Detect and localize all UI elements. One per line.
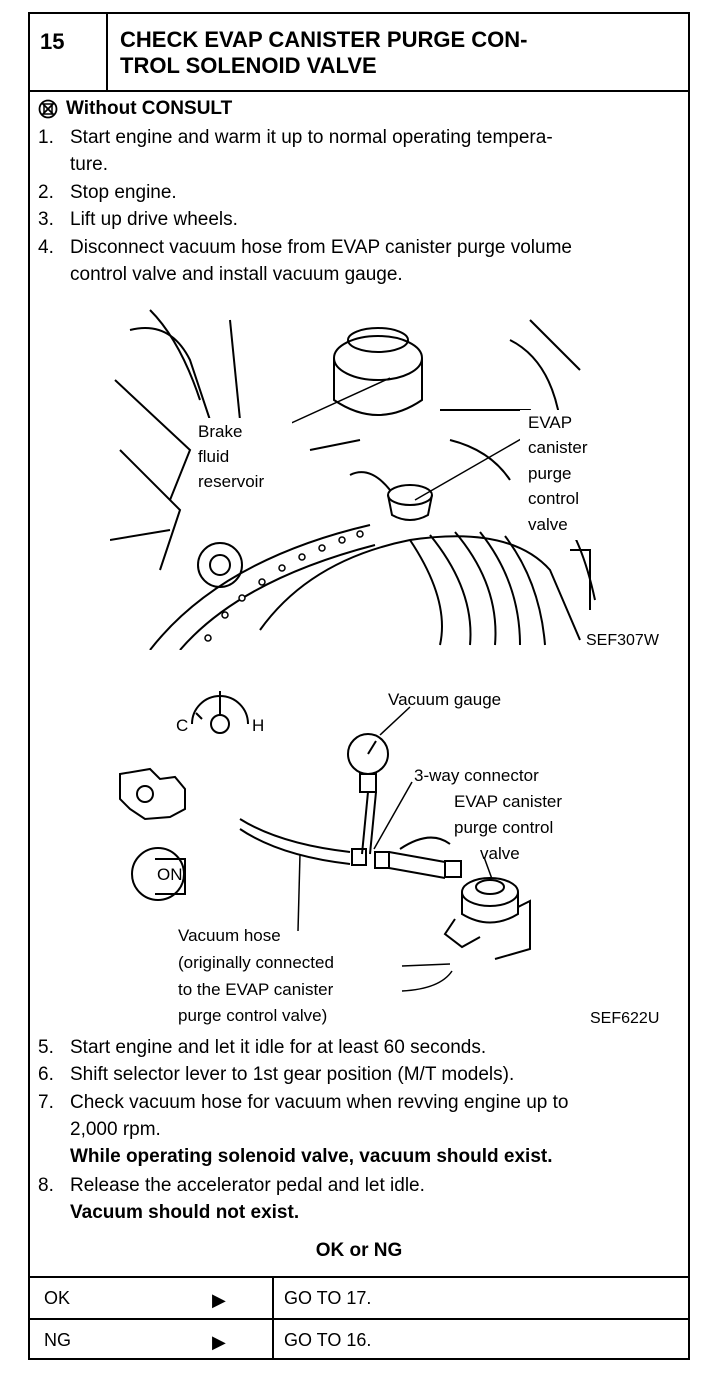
procedure-header: 15 CHECK EVAP CANISTER PURGE CON- TROL S… <box>30 14 688 92</box>
step-text: Start engine and warm it up to normal op… <box>70 127 553 148</box>
step-text-cont: control valve and install vacuum gauge. <box>70 264 403 285</box>
temp-c-label: C <box>176 716 188 735</box>
step-text: Disconnect vacuum hose from EVAP caniste… <box>70 237 572 258</box>
result-row-ng: NG ▶ GO TO 16. <box>30 1318 688 1360</box>
figure1-code: SEF307W <box>586 632 659 649</box>
figure2-code: SEF622U <box>590 1010 660 1027</box>
temp-h-label: H <box>252 716 264 735</box>
fig1-label-left-1: Brake <box>198 422 242 441</box>
step-number-6: 6. <box>38 1064 54 1085</box>
step-text-cont: 2,000 rpm. <box>70 1119 161 1140</box>
fig1-label-right-3: purge <box>528 464 571 483</box>
step-number-7: 7. <box>38 1092 54 1113</box>
step-number-1: 1. <box>38 127 54 148</box>
fig1-label-right-1: EVAP <box>528 413 572 432</box>
procedure-box: 15 CHECK EVAP CANISTER PURGE CON- TROL S… <box>28 12 690 1360</box>
step-text-cont: ture. <box>70 154 109 175</box>
result-label: OK <box>44 1288 71 1308</box>
fig1-label-right-5: valve <box>528 515 568 534</box>
step-1: 1. Start engine and warm it up to normal … <box>38 124 553 178</box>
valve-label-3: valve <box>480 844 520 863</box>
step-5: 5. Start engine and let it idle for at le… <box>38 1034 486 1061</box>
gauge-label: Vacuum gauge <box>388 690 501 709</box>
goto-link[interactable]: GO TO 16. <box>284 1330 372 1350</box>
title-line-1: CHECK EVAP CANISTER PURGE CON- <box>120 27 528 52</box>
step-text: Shift selector lever to 1st gear positio… <box>70 1064 515 1085</box>
hose-label-2: (originally connected <box>178 953 334 972</box>
title-line-2: TROL SOLENOID VALVE <box>120 53 377 78</box>
step-number-3: 3. <box>38 209 54 230</box>
goto-link[interactable]: GO TO 17. <box>284 1288 372 1308</box>
without-consult-heading: Without CONSULT <box>38 98 232 120</box>
valve-label-1: EVAP canister <box>454 792 562 811</box>
step-3: 3. Lift up drive wheels. <box>38 206 238 233</box>
step-8: 8. Release the accelerator pedal and let … <box>38 1172 425 1226</box>
step-text: Release the accelerator pedal and let id… <box>70 1175 425 1196</box>
step-7: 7. Check vacuum hose for vacuum when revv… <box>38 1089 569 1170</box>
step-number-2: 2. <box>38 182 54 203</box>
step-number: 15 <box>30 14 108 90</box>
column-divider <box>272 1278 274 1318</box>
step-number-8: 8. <box>38 1175 54 1196</box>
fig1-label-right-2: canister <box>528 438 588 457</box>
connector-label: 3-way connector <box>414 766 539 785</box>
valve-label-2: purge control <box>454 818 553 837</box>
fig1-label-left-3: reservoir <box>198 472 264 491</box>
result-title: OK or NG <box>315 1240 403 1261</box>
step-4: 4. Disconnect vacuum hose from EVAP canis… <box>38 234 572 288</box>
hose-label-1: Vacuum hose <box>178 926 281 945</box>
without-consult-label: Without CONSULT <box>66 98 233 119</box>
step-number-4: 4. <box>38 237 54 258</box>
procedure-title: CHECK EVAP CANISTER PURGE CON- TROL SOLE… <box>120 27 680 79</box>
no-consult-icon <box>38 99 58 119</box>
engine-bay-illustration: Brake fluid reservoir EVAP canister purg… <box>110 309 600 650</box>
result-row-ok: OK ▶ GO TO 17. <box>30 1276 688 1318</box>
step-emphasis: Vacuum should not exist. <box>70 1202 300 1223</box>
hose-label-3: to the EVAP canister <box>178 980 334 999</box>
result-label: NG <box>44 1330 71 1350</box>
step-text: Check vacuum hose for vacuum when revvin… <box>70 1092 569 1113</box>
arrow-right-icon: ▶ <box>212 1290 226 1310</box>
fig1-label-right-4: control <box>528 489 579 508</box>
step-2: 2. Stop engine. <box>38 179 177 206</box>
hose-label-4: purge control valve) <box>178 1006 327 1025</box>
fig1-label-left-2: fluid <box>198 447 229 466</box>
key-on-label: ON <box>157 865 183 884</box>
vacuum-gauge-diagram: C H ON Vacuum gauge 3-way connector EVAP… <box>119 690 562 1025</box>
step-emphasis: While operating solenoid valve, vacuum s… <box>70 1146 553 1167</box>
step-text: Start engine and let it idle for at leas… <box>70 1037 487 1058</box>
step-text: Lift up drive wheels. <box>70 209 238 230</box>
step-text: Stop engine. <box>70 182 177 203</box>
column-divider <box>272 1320 274 1360</box>
step-number-5: 5. <box>38 1037 54 1058</box>
step-6: 6. Shift selector lever to 1st gear posit… <box>38 1061 514 1088</box>
arrow-right-icon: ▶ <box>212 1332 226 1352</box>
